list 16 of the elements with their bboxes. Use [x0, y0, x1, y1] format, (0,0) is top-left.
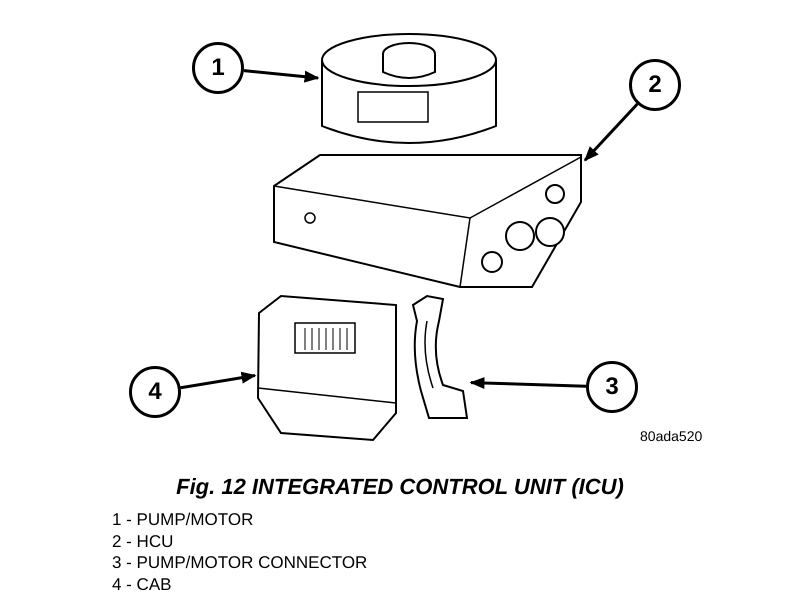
legend-item: 2 - HCU [112, 532, 174, 552]
leader-line [584, 103, 638, 162]
leader-line [470, 377, 586, 390]
legend-item: 4 - CAB [112, 574, 172, 594]
callout-number: 4 [129, 366, 181, 418]
legend-item: 3 - PUMP/MOTOR CONNECTOR [112, 553, 368, 573]
control-module-drawing [255, 293, 400, 443]
callout-number: 2 [629, 59, 681, 111]
leader-line [244, 69, 320, 83]
hydraulic-unit-drawing [270, 152, 585, 290]
figure-code: 80ada520 [640, 428, 702, 444]
callout-number: 1 [192, 42, 244, 94]
legend-item: 1 - PUMP/MOTOR [112, 510, 254, 530]
callout-number: 3 [586, 361, 638, 413]
leader-line [180, 372, 256, 390]
figure-caption: Fig. 12 INTEGRATED CONTROL UNIT (ICU) [175, 474, 625, 500]
